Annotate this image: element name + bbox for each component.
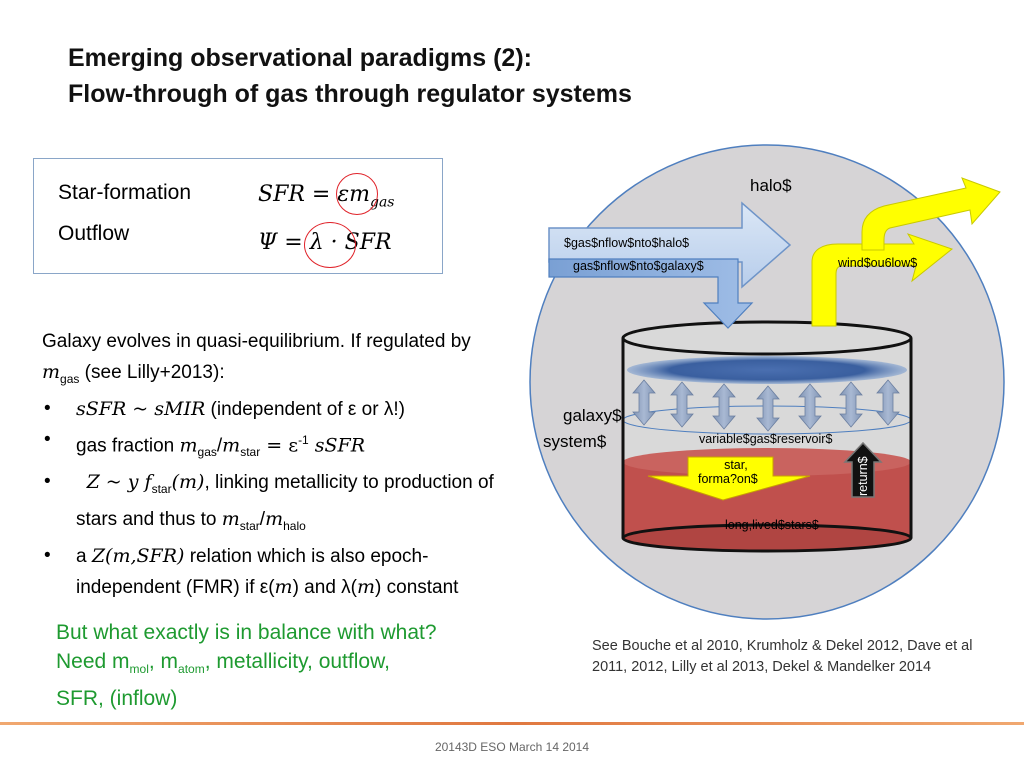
body-text: Galaxy evolves in quasi-equilibrium. If …	[42, 327, 512, 603]
bullet-metallicity: Z ~ y fstar(m), linking metallicity to p…	[44, 467, 512, 541]
inflow-galaxy-arrow	[548, 258, 754, 329]
return-arrow	[843, 441, 883, 498]
reservoir-label: variable$gas$reservoir$	[699, 432, 833, 446]
question-line-1: But what exactly is in balance with what…	[56, 621, 437, 644]
intro-paragraph: Galaxy evolves in quasi-equilibrium. If …	[42, 331, 471, 386]
inflow-halo-label: $gas$nflow$nto$halo$	[564, 236, 690, 250]
wind-outflow-label: wind$ou6low$	[838, 256, 918, 270]
bullet-ssfr: sSFR ~ sMIR (independent of ε or λ!)	[44, 394, 512, 425]
star-formation-label: Star-formation	[58, 181, 192, 204]
slide-title: Emerging observational paradigms (2): Fl…	[68, 40, 632, 112]
inflow-galaxy-label: gas$nflow$nto$galaxy$	[573, 259, 704, 273]
title-line-1: Emerging observational paradigms (2):	[68, 44, 532, 72]
galaxy-label-2: system$	[543, 432, 607, 451]
return-label: return$	[856, 456, 870, 496]
halo-label: halo$	[750, 176, 792, 195]
star-formation-arrow	[647, 456, 811, 501]
bullet-gas-fraction: gas fraction mgas/mstar = ε-1 sSFR	[44, 425, 512, 467]
question-line-2: Need mmol, matom, metallicity, outflow,	[56, 650, 390, 677]
bullet-list: sSFR ~ sMIR (independent of ε or λ!) gas…	[42, 394, 512, 603]
question-line-3: SFR, (inflow)	[56, 687, 178, 711]
outflow-label: Outflow	[58, 222, 130, 245]
gas-disk	[627, 356, 907, 384]
bullet-fmr: a Z(m,SFR) relation which is also epoch-…	[44, 541, 512, 603]
equation-box	[33, 158, 443, 274]
footer-divider	[0, 722, 1024, 725]
wind-outflow-arrow	[811, 177, 1001, 327]
balance-question: But what exactly is in balance with what…	[56, 618, 536, 713]
epsilon-highlight-circle	[336, 173, 378, 215]
cylinder-top	[621, 320, 913, 356]
references: See Bouche et al 2010, Krumholz & Dekel …	[592, 638, 973, 675]
exchange-arrows	[632, 379, 900, 432]
stars-label: long,lived$stars$	[725, 518, 819, 532]
galaxy-label-1: galaxy$	[563, 406, 622, 425]
lambda-highlight-circle	[304, 222, 356, 268]
footer-text: 20143D ESO March 14 2014	[434, 740, 590, 754]
title-line-2: Flow-through of gas through regulator sy…	[68, 80, 632, 108]
star-formation-label-diagram: star, forma?on$	[698, 458, 758, 486]
